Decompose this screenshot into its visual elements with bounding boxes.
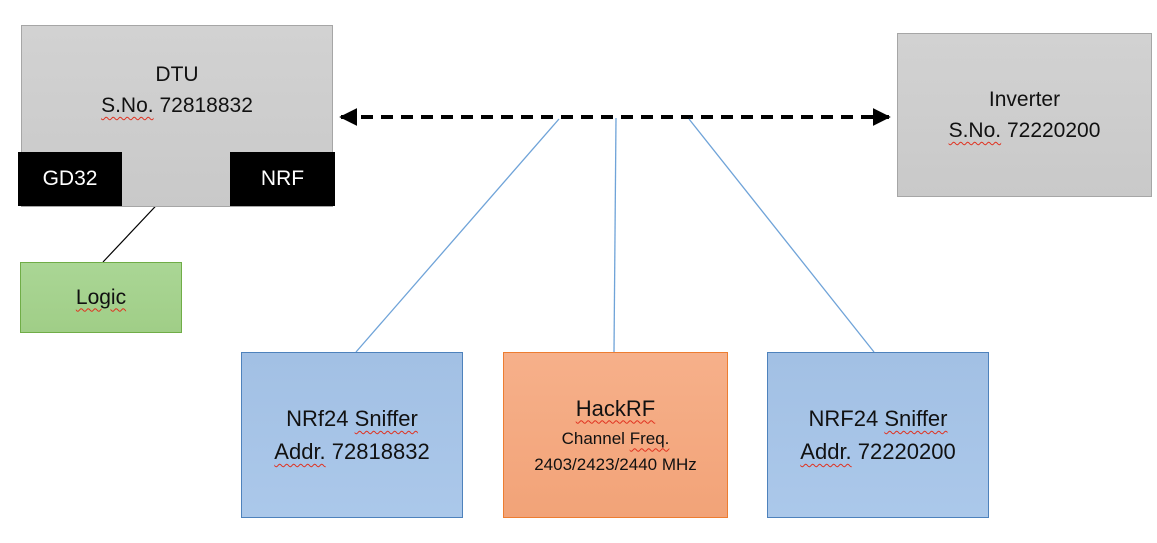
hackrf-channel-word: Channel [561,428,625,448]
sniffer-left-type: Sniffer [354,406,418,431]
hackrf-title: HackRF [575,395,656,421]
dtu-serial-number: 72818832 [159,94,253,117]
sniffer-right-box: NRF24 Sniffer Addr. 72220200 [767,352,989,518]
gd32-chip: GD32 [18,152,122,206]
dtu-serial-line: S.No. 72818832 [101,90,253,121]
logic-box: Logic [20,262,182,333]
inverter-serial-line: S.No. 72220200 [949,115,1101,146]
inverter-title: Inverter [988,88,1061,111]
nrf-label: NRF [260,167,305,190]
sniffer-left-box: NRf24 Sniffer Addr. 72818832 [241,352,463,518]
sniffer-right-address-line: Addr. 72220200 [800,435,955,468]
sniffer-right-connector-line [688,118,875,353]
inverter-serial-number: 72220200 [1006,119,1101,142]
hackrf-channel-line: Channel Freq. [562,425,670,452]
sniffer-right-addr-label: Addr. [800,439,852,464]
nrf-chip: NRF [230,152,335,206]
dtu-title: DTU [155,63,199,86]
hackrf-freq-word: Freq. [629,428,670,448]
logic-label: Logic [75,285,127,309]
inverter-sno-label: S.No. [948,119,1002,142]
sniffer-left-model: NRf24 [286,406,349,431]
dtu-text: DTU S.No. 72818832 [101,59,253,121]
sniffer-right-address: 72220200 [857,439,956,464]
sniffer-left-title: NRf24 Sniffer [286,402,418,435]
sniffer-right-title: NRF24 Sniffer [809,402,948,435]
hackrf-connector-line [613,117,617,353]
sniffer-left-address: 72818832 [331,439,430,464]
sniffer-left-addr-label: Addr. [274,439,326,464]
gd32-label: GD32 [42,167,98,190]
hackrf-box: HackRF Channel Freq. 2403/2423/2440 MHz [503,352,728,518]
sniffer-right-model: NRF24 [808,406,879,431]
sniffer-left-connector-line [355,118,560,353]
hackrf-frequencies: 2403/2423/2440 MHz [534,454,697,474]
sniffer-left-address-line: Addr. 72818832 [274,435,429,468]
dtu-sno-label: S.No. [101,94,154,117]
inverter-box: Inverter S.No. 72220200 [897,33,1152,197]
sniffer-right-type: Sniffer [884,406,948,431]
